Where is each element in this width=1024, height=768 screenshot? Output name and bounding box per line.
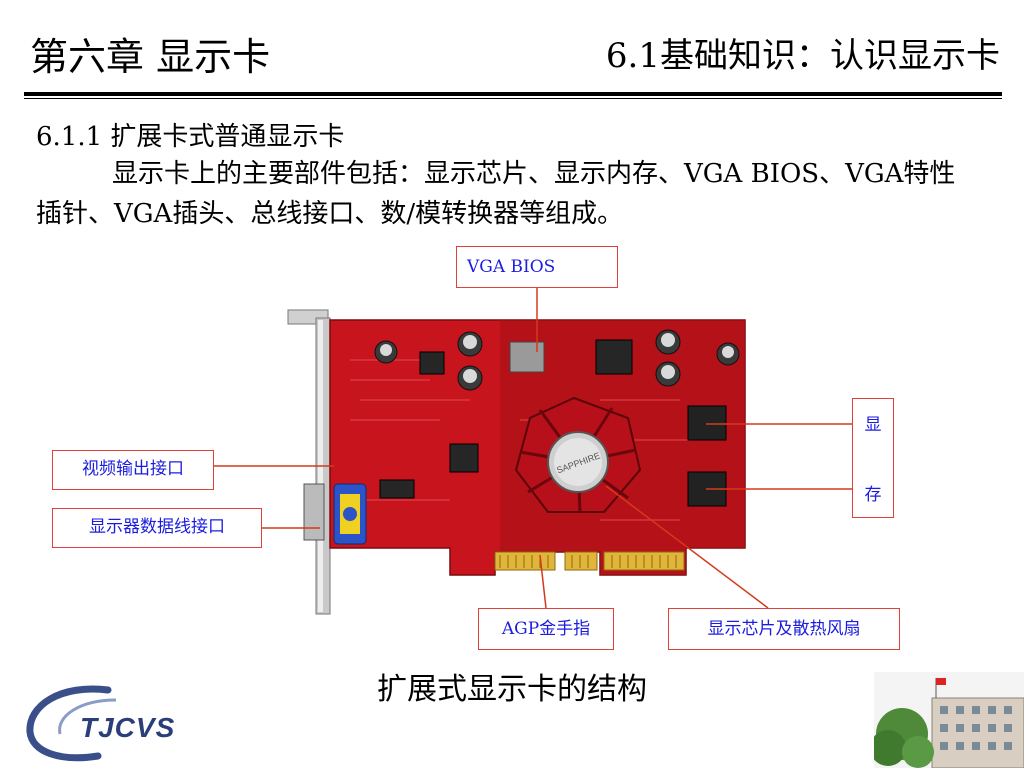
header-rule-thin: [24, 98, 1002, 99]
vga-bios-chip: [509, 341, 545, 373]
label-video-memory: 显 存: [852, 398, 894, 518]
label-monitor-connector: 显示器数据线接口: [52, 508, 262, 548]
figure-caption: 扩展式显示卡的结构: [377, 672, 647, 707]
misc-chips: [379, 339, 633, 499]
vga-connector: [333, 483, 367, 545]
heatsink-fan: SAPPHIRE: [514, 396, 642, 513]
label-video-output: 视频输出接口: [52, 450, 214, 490]
section-title: 6.1基础知识：认识显示卡: [605, 36, 1000, 76]
chapter-title: 第六章 显示卡: [30, 35, 271, 79]
label-memory-top: 显: [864, 415, 882, 435]
label-vga-bios: VGA BIOS: [456, 246, 618, 288]
tjcvs-logo-icon: [26, 685, 117, 762]
subsection-heading: 6.1.1 扩展卡式普通显示卡: [36, 122, 345, 152]
label-agp: AGP金手指: [478, 608, 614, 650]
campus-building-image: [874, 672, 1024, 768]
label-chip-fan: 显示芯片及散热风扇: [668, 608, 900, 650]
label-memory-bottom: 存: [864, 485, 882, 505]
header-rule-thick: [24, 92, 1002, 96]
leader-lines: [214, 288, 852, 609]
body-text: 显示卡上的主要部件包括：显示芯片、显示内存、VGA BIOS、VGA特性插针、V…: [36, 159, 956, 230]
body-paragraph: 显示卡上的主要部件包括：显示芯片、显示内存、VGA BIOS、VGA特性插针、V…: [36, 154, 966, 235]
logo-text: TJCVS: [80, 712, 176, 743]
agp-gold-fingers: [494, 551, 685, 571]
